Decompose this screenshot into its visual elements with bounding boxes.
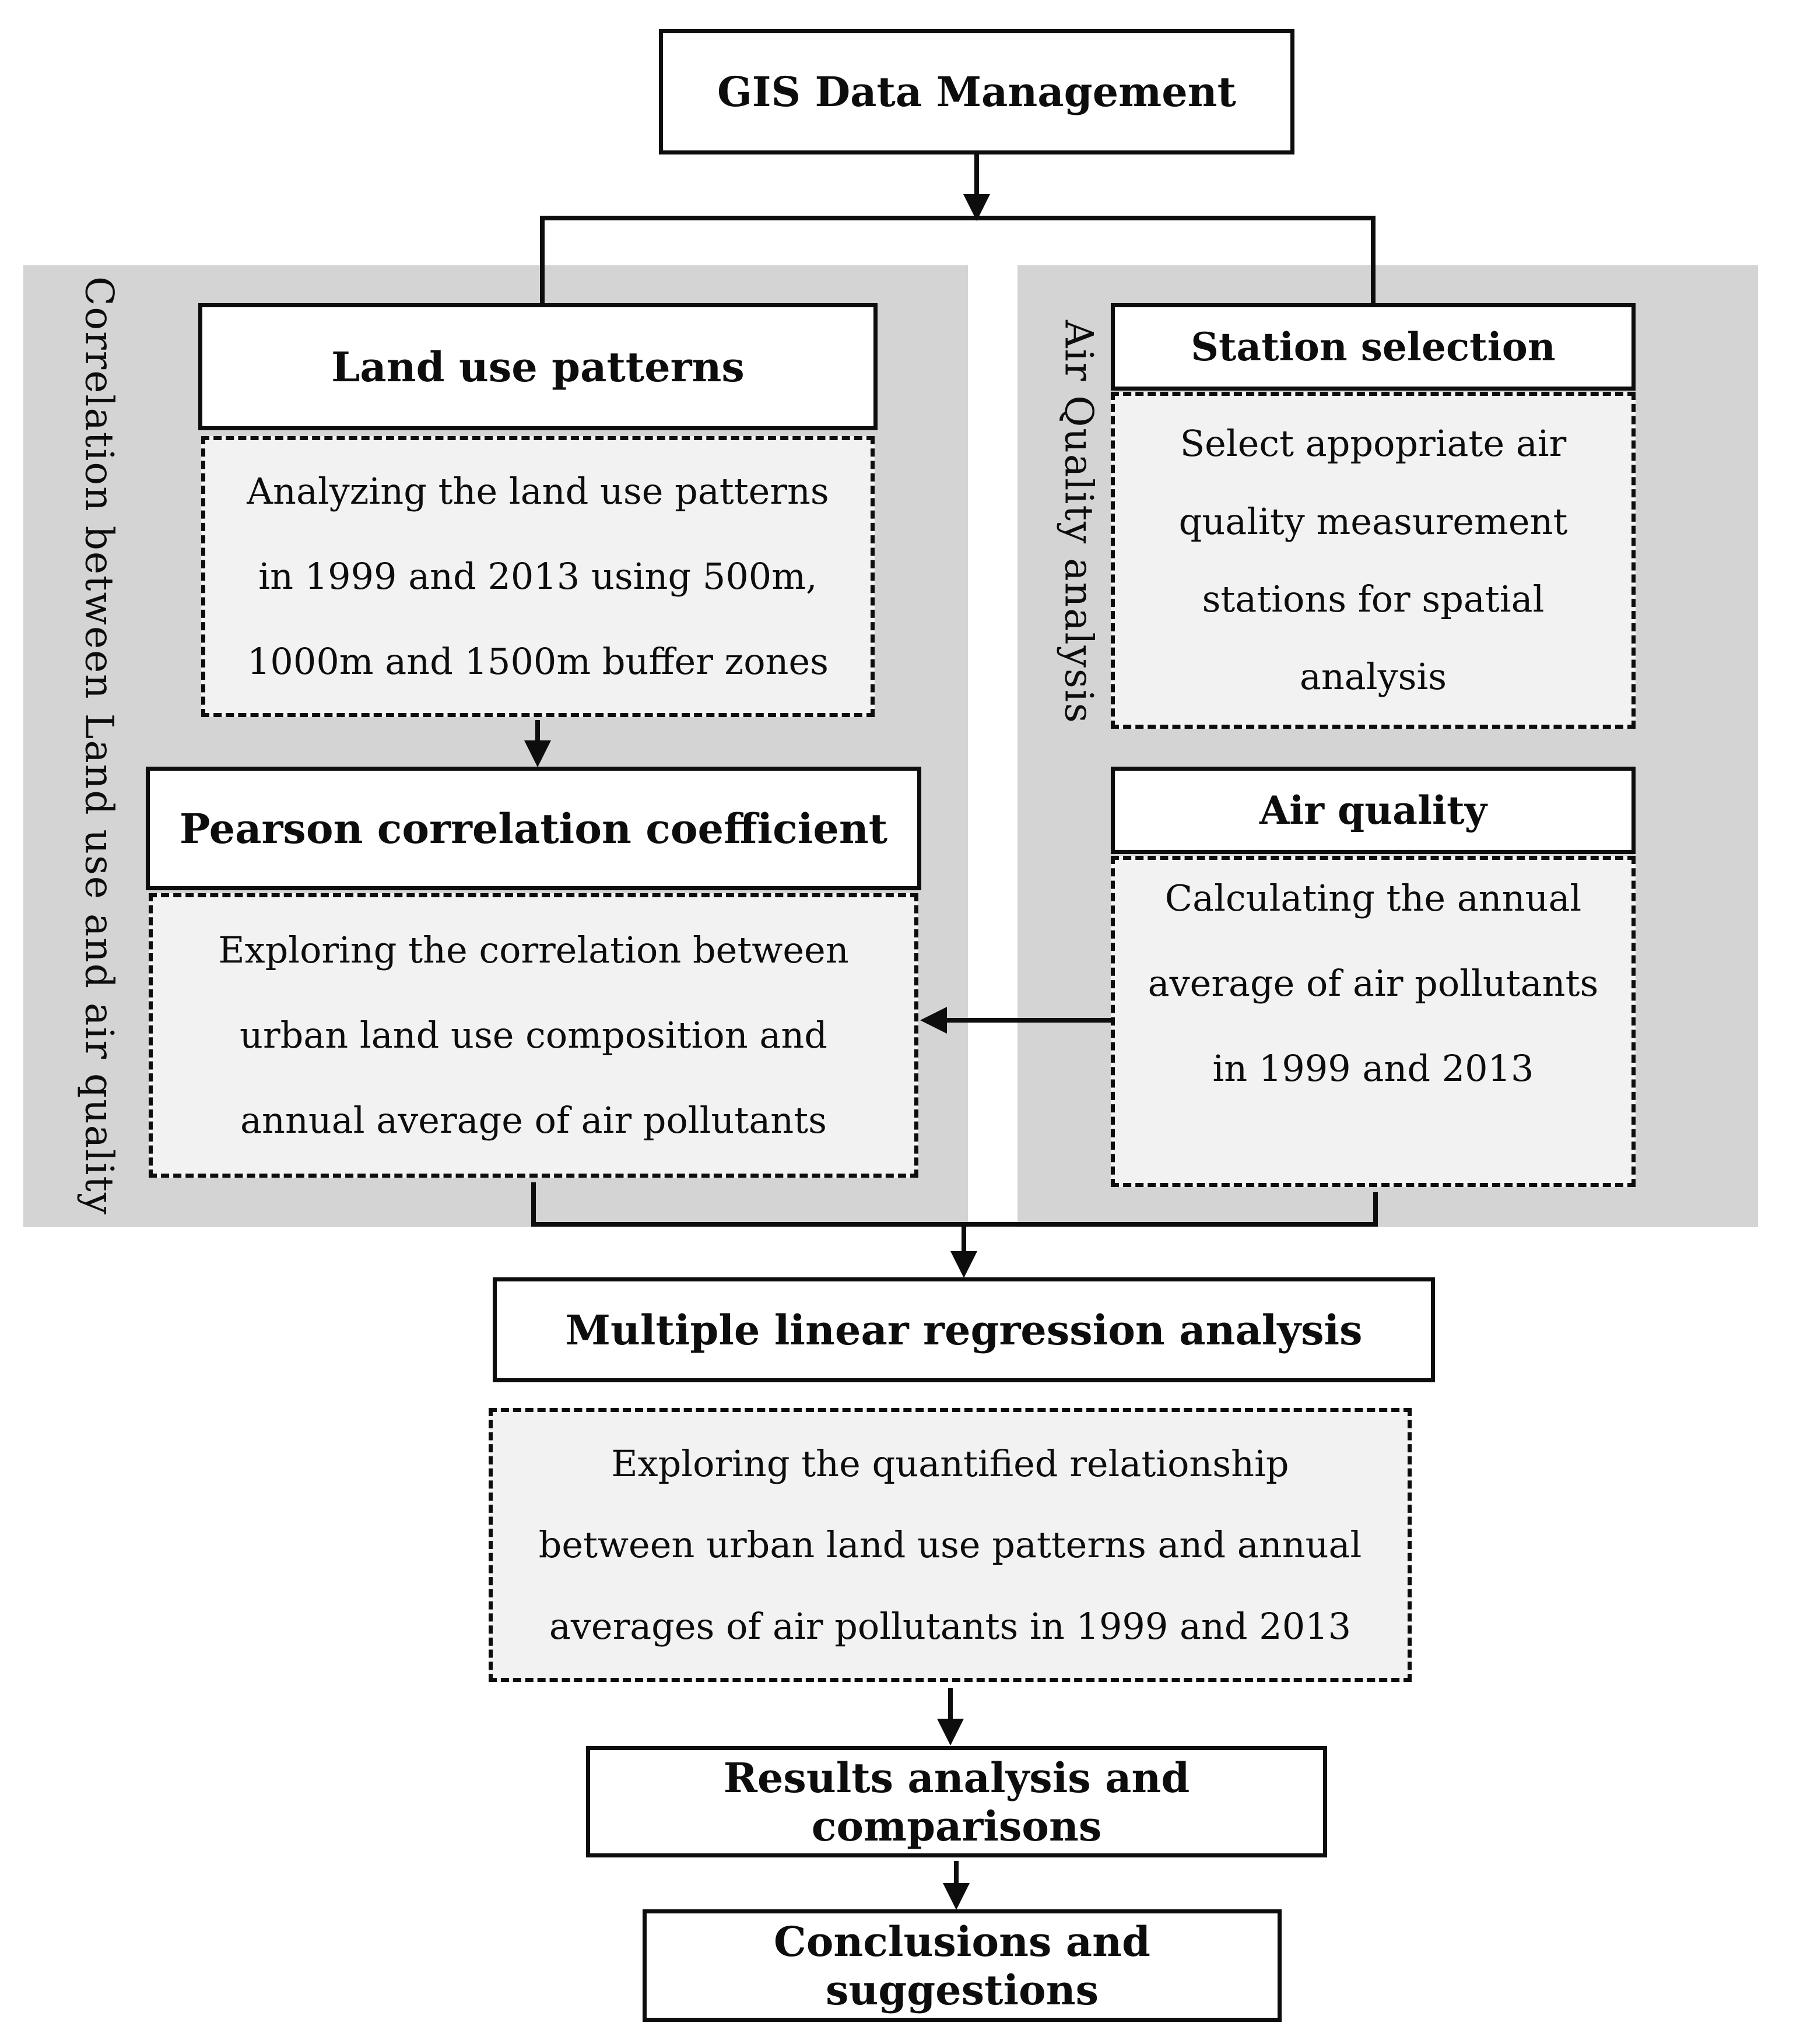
conclusions-label: Conclusions and suggestions bbox=[774, 1917, 1150, 2014]
merge-to-regression-line bbox=[962, 1224, 966, 1253]
air-quality-box: Air quality bbox=[1111, 767, 1636, 854]
left-panel-label: Correlation between Land use and air qua… bbox=[76, 276, 122, 1216]
gis-data-management-box: GIS Data Management bbox=[659, 29, 1294, 154]
left-branch-line bbox=[540, 216, 545, 306]
conclusions-box: Conclusions and suggestions bbox=[643, 1909, 1282, 2022]
land-use-to-pearson-line bbox=[535, 720, 540, 746]
top-stem-line bbox=[974, 153, 979, 197]
regression-to-results-arrowhead-icon bbox=[937, 1719, 964, 1746]
station-selection-label: Station selection bbox=[1191, 324, 1556, 370]
right-panel-label: Air Quality analysis bbox=[1056, 319, 1101, 724]
station-selection-box: Station selection bbox=[1111, 303, 1636, 391]
air-quality-merge-line bbox=[1373, 1192, 1378, 1227]
pearson-box: Pearson correlation coefficient bbox=[146, 767, 921, 890]
pearson-body: Exploring the correlation between urban … bbox=[149, 893, 918, 1178]
right-branch-line bbox=[1371, 216, 1376, 306]
land-use-patterns-body: Analyzing the land use patterns in 1999 … bbox=[201, 436, 875, 717]
top-split-line bbox=[540, 216, 1376, 220]
regression-label: Multiple linear regression analysis bbox=[565, 1305, 1363, 1354]
station-selection-body: Select appopriate air quality measuremen… bbox=[1111, 392, 1636, 729]
results-box: Results analysis and comparisons bbox=[586, 1746, 1327, 1857]
pearson-label: Pearson correlation coefficient bbox=[179, 804, 888, 853]
results-to-conclusions-line bbox=[954, 1861, 959, 1885]
results-to-conclusions-arrowhead-icon bbox=[943, 1883, 970, 1910]
gis-data-management-label: GIS Data Management bbox=[717, 68, 1236, 116]
land-use-to-pearson-arrowhead-icon bbox=[524, 740, 551, 767]
merge-horizontal-line bbox=[531, 1222, 1378, 1227]
air-quality-label: Air quality bbox=[1259, 788, 1487, 833]
air-to-pearson-line bbox=[942, 1018, 1114, 1023]
merge-to-regression-arrowhead-icon bbox=[950, 1251, 977, 1278]
regression-to-results-line bbox=[948, 1688, 953, 1722]
land-use-patterns-box: Land use patterns bbox=[198, 303, 878, 430]
land-use-patterns-label: Land use patterns bbox=[331, 342, 745, 391]
regression-box: Multiple linear regression analysis bbox=[493, 1277, 1435, 1382]
air-to-pearson-arrowhead-icon bbox=[920, 1007, 947, 1034]
pearson-merge-line bbox=[531, 1182, 536, 1227]
results-label: Results analysis and comparisons bbox=[723, 1753, 1190, 1850]
air-quality-body: Calculating the annual average of air po… bbox=[1111, 856, 1636, 1187]
regression-body: Exploring the quantified relationship be… bbox=[489, 1408, 1412, 1682]
